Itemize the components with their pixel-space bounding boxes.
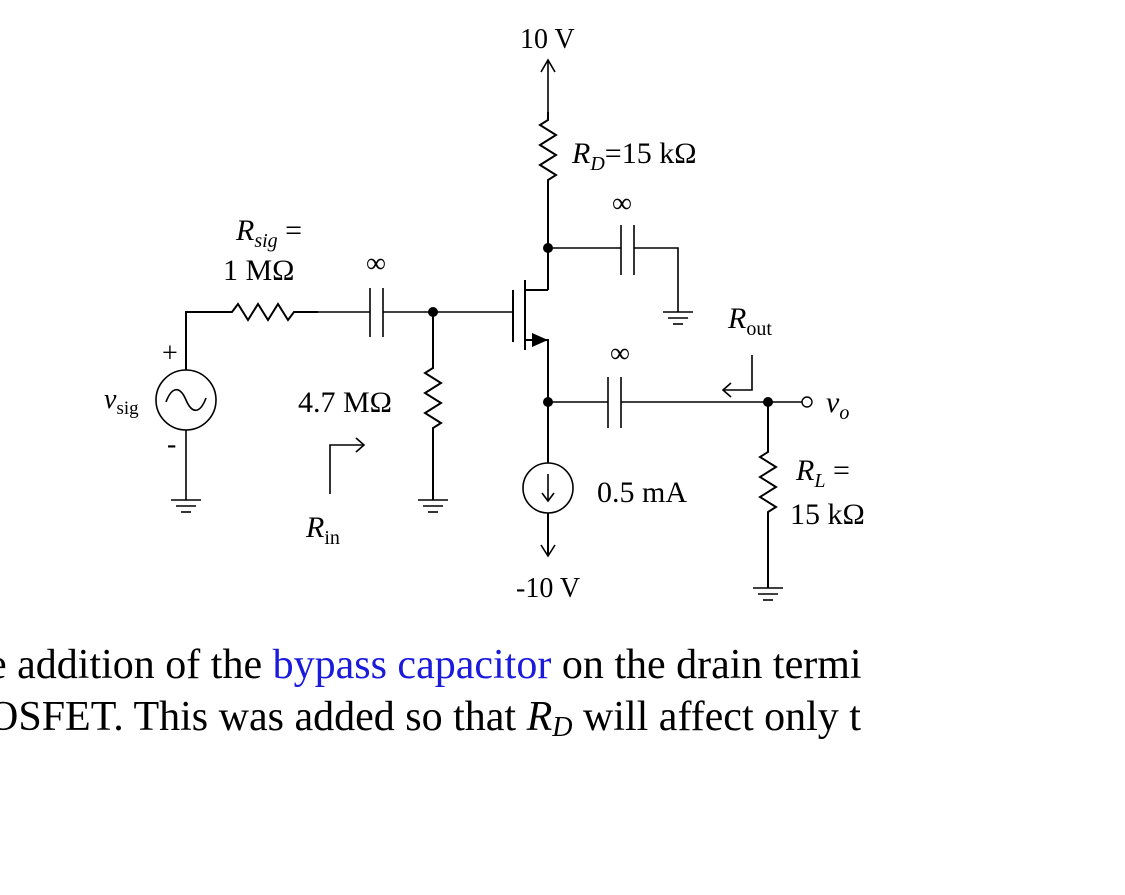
vsig-plus: + — [162, 338, 178, 369]
caption-line-2: OSFET. This was added so that RD will af… — [0, 692, 861, 753]
input-coupling-capacitor — [318, 288, 433, 337]
caption-text: e addition of the bypass capacitor on th… — [0, 640, 1125, 780]
current-source — [522, 402, 574, 558]
vo-label: vo — [826, 386, 849, 424]
rsig-value: 1 MΩ — [223, 254, 294, 287]
ground-source — [171, 499, 201, 513]
mosfet-arrow — [532, 333, 548, 347]
bypass-cap-symbol: ∞ — [612, 188, 632, 219]
rsig-label: Rsig = — [235, 214, 302, 252]
supply-top — [540, 58, 556, 112]
bypass-capacitor — [548, 225, 679, 312]
mosfet — [512, 248, 549, 402]
ground-drain-cap — [663, 311, 693, 325]
vsig-minus: - — [167, 429, 176, 460]
caption-text-1b: on the drain termi — [551, 642, 862, 688]
resistor-rd — [538, 112, 558, 248]
rl-label: RL = — [795, 454, 850, 492]
rout-arrow — [721, 355, 753, 398]
caption-text-2a: OSFET. This was added so that — [0, 694, 527, 740]
vsig-label: vsig — [104, 384, 139, 419]
rl-value: 15 kΩ — [790, 498, 865, 531]
caption-rd-subscript: D — [552, 712, 573, 743]
rd-label: RD=15 kΩ — [571, 137, 697, 175]
current-source-label: 0.5 mA — [597, 476, 687, 509]
caption-text-1a: e addition of the — [0, 642, 273, 688]
ground-rg — [418, 499, 448, 513]
resistor-rg — [423, 312, 443, 500]
signal-source — [155, 369, 217, 500]
ground-rl — [753, 587, 783, 601]
resistor-rsig — [185, 302, 318, 370]
output-terminal — [768, 396, 813, 408]
caption-line-1: e addition of the bypass capacitor on th… — [0, 640, 862, 690]
output-coupling-capacitor — [548, 377, 768, 428]
rout-label: Rout — [727, 302, 772, 340]
supply-bottom-label: -10 V — [516, 573, 580, 604]
output-cap-symbol: ∞ — [610, 338, 630, 369]
supply-top-label: 10 V — [520, 24, 575, 55]
resistor-rl — [758, 402, 778, 588]
rg-label: 4.7 MΩ — [298, 386, 392, 419]
input-cap-symbol: ∞ — [366, 248, 386, 279]
rin-arrow — [329, 437, 366, 494]
rin-label: Rin — [305, 511, 340, 549]
bypass-capacitor-link[interactable]: bypass capacitor — [272, 642, 552, 688]
caption-rd-symbol: R — [526, 694, 553, 740]
caption-text-2b: will affect only t — [572, 694, 861, 740]
